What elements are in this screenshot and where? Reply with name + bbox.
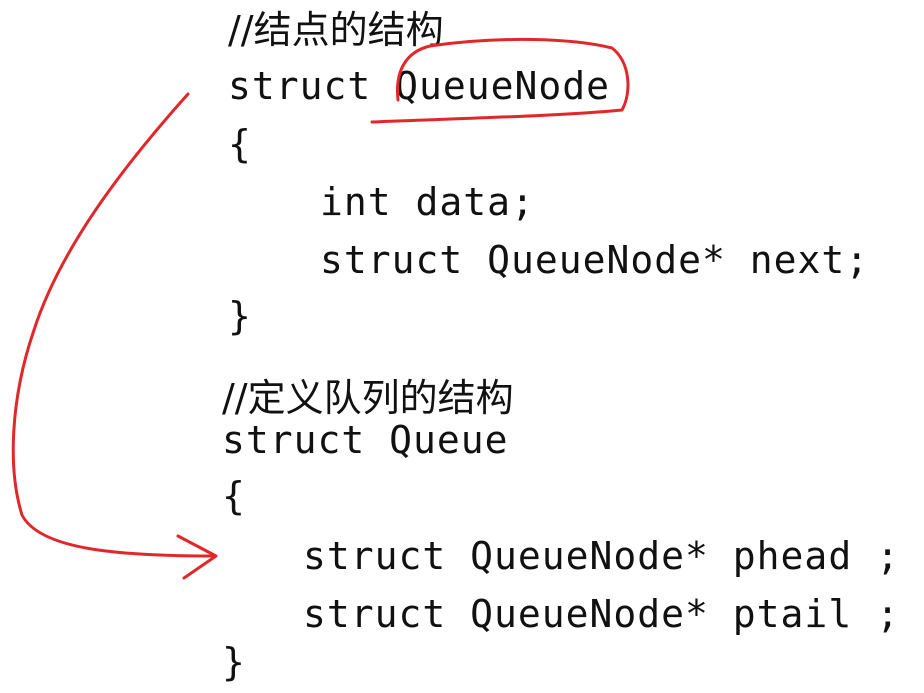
close-brace-1: } (228, 294, 252, 338)
field-phead-pointer: struct QueueNode* phead ; (303, 534, 900, 578)
field-ptail-pointer: struct QueueNode* ptail ; (303, 592, 900, 636)
arrow-head-icon (176, 534, 218, 580)
open-brace-1: { (228, 122, 252, 166)
open-brace-2: { (222, 474, 246, 518)
field-next-pointer: struct QueueNode* next; (320, 238, 870, 282)
comment-queue-struct: //定义队列的结构 (222, 376, 514, 420)
struct-queue-decl: struct Queue (222, 418, 509, 462)
close-brace-2: } (222, 640, 246, 684)
comment-node-struct: //结点的结构 (228, 8, 444, 52)
field-int-data: int data; (320, 180, 535, 224)
struct-queuenode-decl: struct QueueNode (228, 64, 611, 108)
curved-arrow-icon (11, 92, 216, 558)
